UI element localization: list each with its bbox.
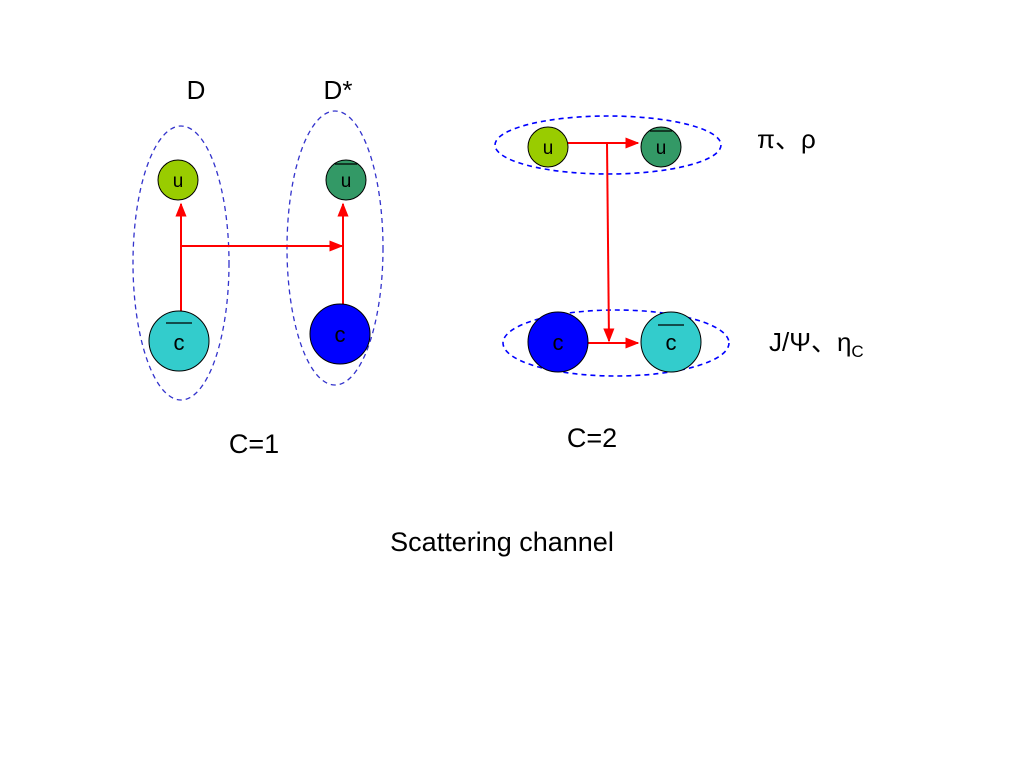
svg-text:c: c <box>174 330 185 355</box>
label-d-meson: D <box>187 75 206 105</box>
c-quark: c <box>309 303 371 365</box>
caption-c2: C=2 <box>567 423 617 453</box>
ubar-quark: u <box>325 159 367 201</box>
u-quark-right: u <box>527 126 569 168</box>
slide-title: Scattering channel <box>390 527 614 557</box>
left-diagram: D D* u u c c C=1 <box>132 75 384 459</box>
arrow-vertical-right <box>603 142 615 343</box>
right-diagram: u u c c π、ρ J/Ψ、ηC C=2 <box>494 115 864 453</box>
label-light-mesons: π、ρ <box>757 124 816 154</box>
cbar-quark-right: c <box>640 311 702 373</box>
heavy-meson-ellipse <box>502 309 730 377</box>
label-heavy-subscript: C <box>851 342 863 361</box>
dstar-meson-ellipse <box>286 110 384 386</box>
d-meson-ellipse <box>132 125 230 401</box>
svg-text:u: u <box>656 138 667 159</box>
svg-text:u: u <box>173 171 184 192</box>
label-dstar-meson: D* <box>324 75 353 105</box>
svg-text:c: c <box>553 330 564 355</box>
u-quark: u <box>157 159 199 201</box>
label-heavy-mesons: J/Ψ、ηC <box>769 327 864 361</box>
c-quark-right: c <box>527 311 589 373</box>
cbar-quark: c <box>148 310 210 372</box>
ubar-quark-right: u <box>640 126 682 168</box>
caption-c1: C=1 <box>229 429 279 459</box>
svg-text:c: c <box>335 322 346 347</box>
svg-text:c: c <box>666 330 677 355</box>
svg-text:u: u <box>543 138 554 159</box>
svg-text:u: u <box>341 171 352 192</box>
